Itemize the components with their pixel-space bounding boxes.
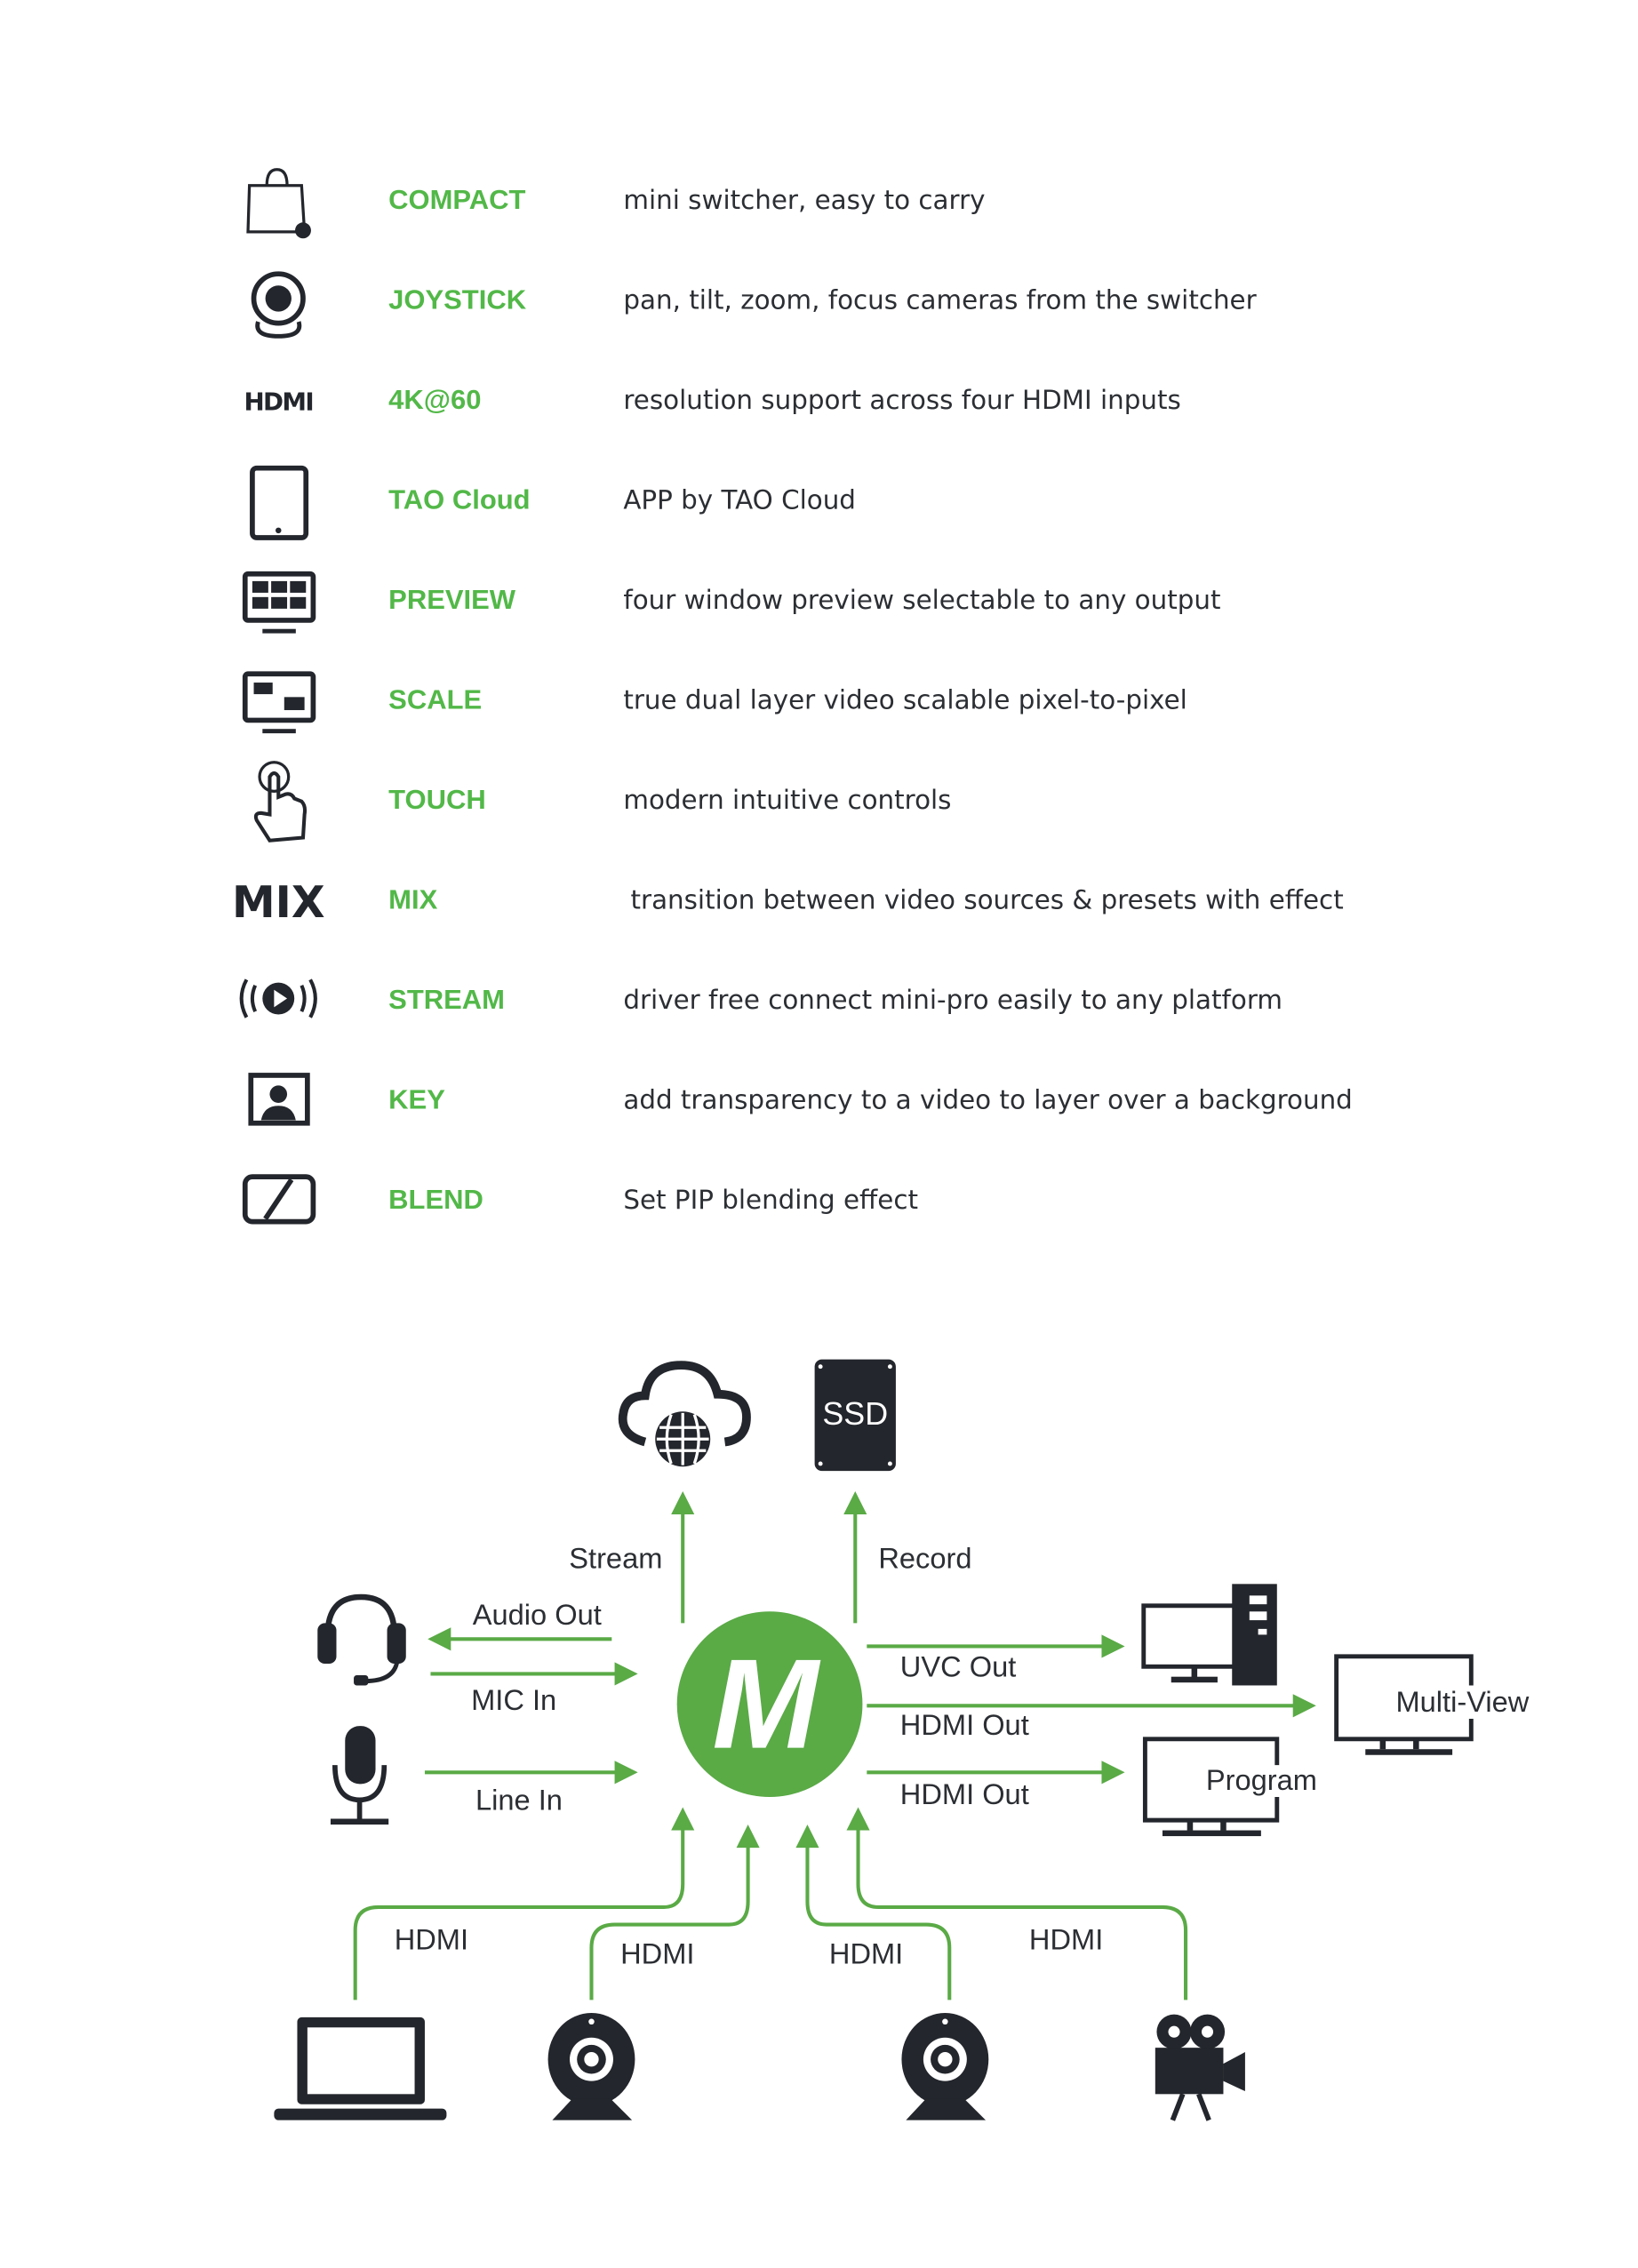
- feature-desc: transition between video sources & prese…: [631, 884, 1344, 914]
- pip-monitor-icon: [242, 671, 316, 734]
- feature-row-4k60: HDMI 4K@60 resolution support across fou…: [244, 384, 1180, 417]
- feature-label: TOUCH: [388, 784, 486, 815]
- feature-row-compact: COMPACT mini switcher, easy to carry: [246, 168, 986, 239]
- hdmi-out-label: HDMI Out: [900, 1708, 1029, 1741]
- feature-label: STREAM: [388, 984, 505, 1015]
- connection-diagram: SSD Stream Record Audio Out MIC In: [274, 1359, 1530, 2121]
- ssd-icon: SSD: [814, 1359, 896, 1472]
- arrow-head: [671, 1807, 695, 1831]
- hdmi-input-line-3: [805, 1840, 952, 2000]
- record-label: Record: [878, 1541, 971, 1574]
- arrow-head: [736, 1825, 760, 1849]
- feature-desc: Set PIP blending effect: [623, 1185, 918, 1215]
- feature-desc: true dual layer video scalable pixel-to-…: [623, 684, 1187, 715]
- feature-desc: driver free connect mini-pro easily to a…: [623, 985, 1282, 1015]
- shopping-bag-icon: [246, 168, 311, 239]
- feature-row-stream: STREAM driver free connect mini-pro easi…: [239, 978, 1282, 1018]
- cloud-globe-icon: [618, 1361, 751, 1467]
- headset-icon: [317, 1593, 406, 1686]
- mix-text-icon: MIX: [232, 877, 325, 928]
- switcher-hub-logo: M: [676, 1611, 863, 1798]
- program-label: Program: [1206, 1763, 1317, 1796]
- feature-row-blend: BLEND Set PIP blending effect: [242, 1174, 918, 1225]
- feature-row-touch: TOUCH modern intuitive controls: [253, 761, 951, 843]
- feature-desc: mini switcher, easy to carry: [623, 185, 985, 215]
- feature-desc: APP by TAO Cloud: [623, 484, 856, 515]
- webcam-icon: [901, 2013, 989, 2120]
- feature-label: 4K@60: [388, 384, 481, 415]
- multi-view-label: Multi-View: [1396, 1685, 1530, 1718]
- video-camera-icon: [1155, 2014, 1245, 2121]
- hub-letter: M: [712, 1633, 821, 1776]
- laptop-icon: [274, 2016, 447, 2120]
- touch-hand-icon: [253, 761, 308, 843]
- arrow-head: [614, 1662, 638, 1686]
- feature-label: SCALE: [388, 683, 482, 715]
- arrow-head: [1101, 1761, 1125, 1785]
- arrow-head: [1101, 1634, 1125, 1658]
- hdmi-input-label: HDMI: [1029, 1922, 1103, 1955]
- hdmi-out-label: HDMI Out: [900, 1777, 1029, 1810]
- arrow-head: [671, 1490, 695, 1515]
- uvc-out-label: UVC Out: [900, 1650, 1016, 1683]
- feature-list: COMPACT mini switcher, easy to carry JOY…: [232, 168, 1353, 1225]
- stream-label: Stream: [569, 1541, 662, 1574]
- hdmi-input-line-1: [353, 1823, 685, 2000]
- feature-desc: resolution support across four HDMI inpu…: [623, 385, 1180, 415]
- webcam-icon: [251, 271, 306, 339]
- hdmi-input-line-4: [856, 1823, 1188, 2000]
- feature-label: MIX: [388, 883, 437, 914]
- feature-row-scale: SCALE true dual layer video scalable pix…: [242, 671, 1187, 734]
- hdmi-input-label: HDMI: [395, 1922, 468, 1955]
- feature-label: PREVIEW: [388, 584, 516, 615]
- program-monitor: Program: [1142, 1737, 1317, 1837]
- hdmi-input-label: HDMI: [829, 1937, 903, 1970]
- person-portrait-icon: [248, 1073, 310, 1126]
- hdmi-input-label: HDMI: [620, 1937, 694, 1970]
- feature-row-mix: MIX MIX transition between video sources…: [232, 877, 1344, 928]
- audio-out-label: Audio Out: [473, 1598, 602, 1631]
- microphone-icon: [330, 1726, 389, 1825]
- tablet-icon: [250, 465, 309, 540]
- feature-label: JOYSTICK: [388, 284, 527, 315]
- hdmi-logo-icon: HDMI: [244, 387, 313, 416]
- blend-slash-icon: [242, 1174, 316, 1225]
- arrow-head: [795, 1825, 819, 1849]
- feature-label: BLEND: [388, 1184, 483, 1215]
- hdmi-input-line-2: [589, 1840, 750, 2000]
- feature-row-key: KEY add transparency to a video to layer…: [248, 1073, 1353, 1126]
- feature-label: COMPACT: [388, 184, 525, 215]
- feature-desc: modern intuitive controls: [623, 785, 951, 815]
- multiview-monitor-icon: [242, 571, 316, 634]
- line-in-label: Line In: [475, 1784, 563, 1817]
- feature-desc: pan, tilt, zoom, focus cameras from the …: [623, 284, 1257, 315]
- feature-label: KEY: [388, 1083, 445, 1114]
- feature-label: TAO Cloud: [388, 483, 530, 515]
- multiview-monitor: Multi-View: [1334, 1654, 1530, 1755]
- arrow-head: [427, 1627, 451, 1651]
- feature-row-joystick: JOYSTICK pan, tilt, zoom, focus cameras …: [251, 271, 1258, 339]
- ssd-label: SSD: [822, 1396, 888, 1432]
- arrow-head: [846, 1807, 870, 1831]
- feature-row-preview: PREVIEW four window preview selectable t…: [242, 571, 1220, 634]
- arrow-head: [614, 1761, 638, 1785]
- arrow-head: [843, 1490, 867, 1515]
- arrow-head: [1292, 1694, 1316, 1718]
- feature-row-tao-cloud: TAO Cloud APP by TAO Cloud: [250, 465, 856, 540]
- broadcast-play-icon: [239, 978, 317, 1018]
- feature-desc: add transparency to a video to layer ove…: [623, 1084, 1352, 1114]
- mic-in-label: MIC In: [471, 1683, 556, 1716]
- feature-desc: four window preview selectable to any ou…: [623, 585, 1220, 615]
- desktop-pc-icon: [1141, 1584, 1277, 1686]
- webcam-icon: [547, 2013, 635, 2120]
